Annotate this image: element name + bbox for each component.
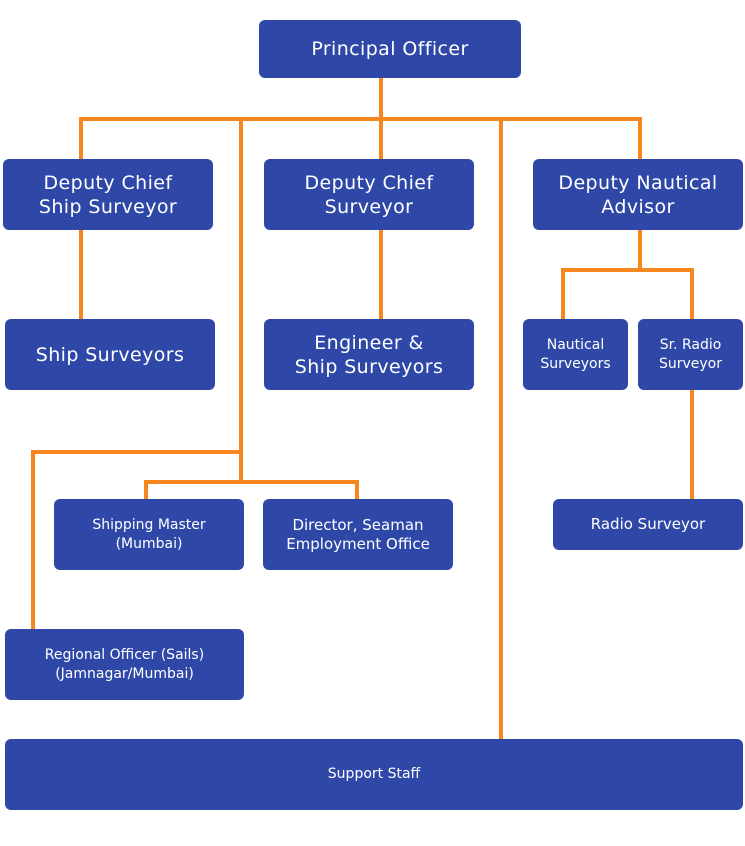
node-label-line-2: (Mumbai) [115, 535, 183, 552]
node-label-line-1: Deputy Chief [43, 171, 173, 194]
node-sr-radio-surveyor: Sr. Radio Surveyor [638, 319, 743, 390]
node-principal-officer: Principal Officer [259, 20, 521, 78]
node-director-seaman-employment: Director, Seaman Employment Office [263, 499, 453, 570]
node-label-line-1: Sr. Radio [659, 336, 722, 353]
node-label-line-1: Engineer & [314, 331, 424, 354]
node-label-line-2: Employment Office [286, 534, 430, 553]
node-deputy-chief-surveyor: Deputy Chief Surveyor [264, 159, 474, 230]
node-label: Ship Surveyors [35, 343, 185, 366]
node-label-line-1: Deputy Nautical [558, 171, 718, 194]
node-nautical-surveyors: Nautical Surveyors [523, 319, 628, 390]
node-label: Principal Officer [311, 38, 469, 60]
node-shipping-master: Shipping Master (Mumbai) [54, 499, 244, 570]
node-label-line-2: Ship Surveyors [294, 355, 444, 378]
node-label-line-1: Shipping Master [92, 516, 206, 533]
node-label-line-2: Surveyors [540, 355, 611, 372]
node-label-line-1: Regional Officer (Sails) [44, 646, 205, 663]
node-label-line-1: Nautical [546, 336, 605, 353]
node-engineer-ship-surveyors: Engineer & Ship Surveyors [264, 319, 474, 390]
node-label-line-2: Surveyor [324, 195, 414, 218]
node-label-line-2: Advisor [601, 195, 675, 218]
node-label-line-2: Ship Surveyor [38, 195, 178, 218]
node-label-line-1: Deputy Chief [304, 171, 434, 194]
node-ship-surveyors: Ship Surveyors [5, 319, 215, 390]
node-radio-surveyor: Radio Surveyor [553, 499, 743, 550]
node-label: Radio Surveyor [590, 515, 706, 533]
node-label-line-1: Director, Seaman [292, 515, 424, 534]
node-label-line-2: Surveyor [658, 355, 723, 372]
node-support-staff: Support Staff [5, 739, 743, 810]
node-regional-officer: Regional Officer (Sails) (Jamnagar/Mumba… [5, 629, 244, 700]
node-deputy-nautical-advisor: Deputy Nautical Advisor [533, 159, 743, 230]
node-deputy-chief-ship-surveyor: Deputy Chief Ship Surveyor [3, 159, 213, 230]
node-label-line-2: (Jamnagar/Mumbai) [55, 665, 194, 682]
node-label: Support Staff [327, 766, 421, 782]
